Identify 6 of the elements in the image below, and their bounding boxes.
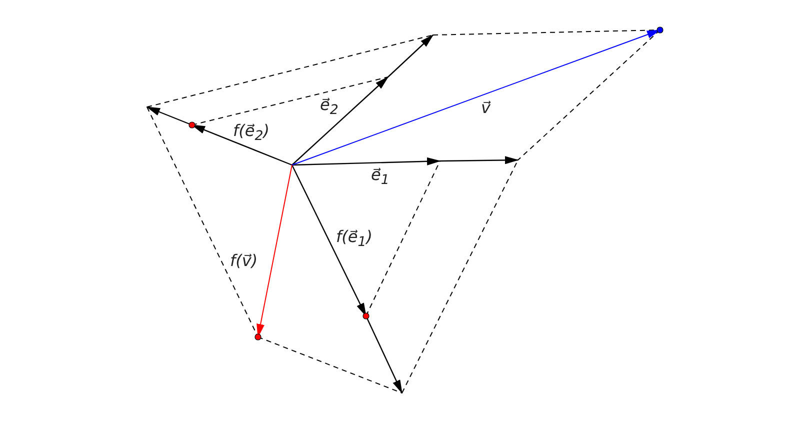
vector-label: f(e⃗$_{2}$): [233, 122, 270, 146]
vector-label: f(e⃗$_{1}$): [336, 228, 372, 252]
vector-label: e⃗$_{1}$: [371, 166, 390, 190]
vector-label: f(v⃗): [230, 252, 258, 270]
vector-label: e⃗$_{2}$: [320, 96, 338, 120]
vector-label: v⃗: [481, 99, 490, 117]
